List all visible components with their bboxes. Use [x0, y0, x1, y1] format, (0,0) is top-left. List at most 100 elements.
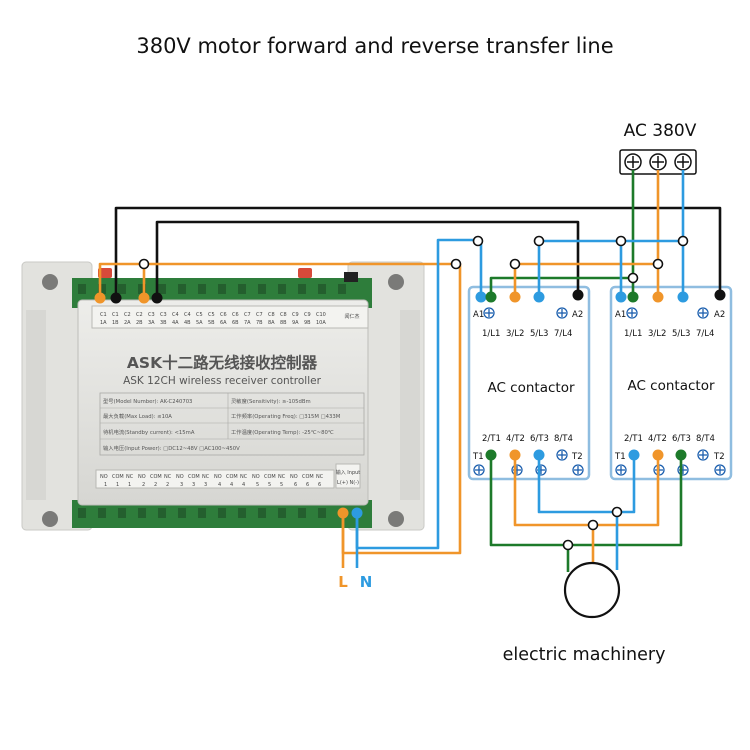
contactor-1-bottom-4: 8/T4: [554, 434, 573, 444]
svg-text:4: 4: [230, 482, 233, 488]
contactor-2-top-4: 7/L4: [696, 329, 714, 339]
contactor-1-a2: A2: [572, 310, 583, 320]
svg-text:3A: 3A: [148, 320, 155, 326]
svg-text:NC: NC: [202, 474, 210, 480]
svg-text:C5: C5: [208, 312, 215, 318]
wire-supply-orange: [513, 170, 660, 297]
svg-text:3B: 3B: [160, 320, 167, 326]
contactor-2-top-2: 3/L2: [648, 329, 666, 339]
svg-text:COM: COM: [302, 474, 314, 480]
svg-text:2A: 2A: [124, 320, 131, 326]
svg-text:C2: C2: [136, 312, 143, 318]
contactor-2-top-3: 5/L3: [672, 329, 690, 339]
svg-text:10A: 10A: [316, 320, 326, 326]
n-label: N: [360, 573, 373, 591]
contactor-2-bottom-1: 2/T1: [624, 434, 643, 444]
svg-text:9B: 9B: [304, 320, 311, 326]
supply-screw-1: [624, 153, 642, 171]
svg-text:9A: 9A: [292, 320, 299, 326]
motor-label: electric machinery: [503, 645, 666, 665]
svg-text:8A: 8A: [268, 320, 275, 326]
controller-title-en: ASK 12CH wireless receiver controller: [123, 375, 322, 387]
wire-black-a2-c1: [155, 220, 580, 298]
svg-text:NO: NO: [214, 474, 222, 480]
svg-text:5B: 5B: [208, 320, 215, 326]
spec-row-1-right: 灵敏度(Sensitivity): ≥-105dBm: [231, 397, 311, 405]
controller-title-cn: ASK十二路无线接收控制器: [127, 353, 318, 372]
contactor-2-screw-icon: [615, 307, 726, 476]
contactor-2-t1: T1: [614, 452, 626, 462]
svg-text:C5: C5: [196, 312, 203, 318]
wire-supply-green: [489, 170, 635, 297]
svg-text:NO: NO: [176, 474, 184, 480]
contactor-1-bottom-2: 4/T2: [506, 434, 525, 444]
wire-out-orange: [513, 455, 660, 527]
svg-text:4: 4: [242, 482, 245, 488]
contactor-2-top-1: 1/L1: [624, 329, 642, 339]
spec-row-2-left: 最大负载(Max Load): ≤10A: [103, 412, 172, 420]
svg-text:C8: C8: [280, 312, 287, 318]
svg-text:C7: C7: [244, 312, 251, 318]
wire-supply-blue: [537, 170, 685, 297]
svg-text:4: 4: [218, 482, 221, 488]
svg-text:2: 2: [142, 482, 145, 488]
motor-icon: [563, 561, 621, 619]
l-label: L: [338, 573, 348, 591]
controller-input-label: 输入 Input: [336, 469, 361, 476]
svg-text:6: 6: [306, 482, 309, 488]
svg-text:2: 2: [166, 482, 169, 488]
supply-screw-3: [674, 153, 692, 171]
contactor-1-top-4: 7/L4: [554, 329, 572, 339]
spec-row-4-left: 输入电压(Input Power): □DC12~48V □AC100~450V: [103, 444, 240, 452]
supply-terminal-block: [619, 149, 697, 175]
svg-text:8B: 8B: [280, 320, 287, 326]
svg-text:6: 6: [318, 482, 321, 488]
contactor-2: AC contactor A1 A2 T1 T2 1/L1 3/L2 5/L3 …: [609, 285, 733, 481]
contactor-1: AC contactor A1 A2 T1 T2 1/L1 3/L2 5/L3 …: [467, 285, 591, 481]
svg-text:C2: C2: [124, 312, 131, 318]
contactor-2-bottom-2: 4/T2: [648, 434, 667, 444]
wire-out-blue-c2: [617, 455, 636, 514]
svg-text:5: 5: [256, 482, 259, 488]
svg-text:COM: COM: [264, 474, 276, 480]
svg-text:C9: C9: [304, 312, 311, 318]
contactor-1-top-3: 5/L3: [530, 329, 548, 339]
svg-text:NO: NO: [290, 474, 298, 480]
contactor-2-bottom-3: 6/T3: [672, 434, 691, 444]
svg-text:C6: C6: [232, 312, 239, 318]
svg-text:NO: NO: [100, 474, 108, 480]
svg-text:L(+) N(-): L(+) N(-): [337, 480, 359, 486]
svg-text:1: 1: [128, 482, 131, 488]
wire-out-blue: [537, 455, 619, 570]
svg-text:NC: NC: [164, 474, 172, 480]
svg-text:C3: C3: [148, 312, 155, 318]
svg-text:6: 6: [294, 482, 297, 488]
svg-text:C9: C9: [292, 312, 299, 318]
contactor-1-top-1: 1/L1: [482, 329, 500, 339]
controller-brand: 闻仁杰: [344, 313, 359, 320]
contactor-1-screw-icon: [473, 307, 584, 476]
svg-text:1: 1: [104, 482, 107, 488]
svg-text:C7: C7: [256, 312, 263, 318]
svg-text:NO: NO: [138, 474, 146, 480]
svg-text:COM: COM: [188, 474, 200, 480]
svg-text:C8: C8: [268, 312, 275, 318]
svg-text:C6: C6: [220, 312, 227, 318]
svg-text:NC: NC: [240, 474, 248, 480]
svg-text:5: 5: [280, 482, 283, 488]
svg-text:7B: 7B: [256, 320, 263, 326]
svg-text:4A: 4A: [172, 320, 179, 326]
diagram-title: 380V motor forward and reverse transfer …: [136, 34, 613, 58]
svg-text:4B: 4B: [184, 320, 191, 326]
contactor-1-label: AC contactor: [487, 380, 574, 396]
svg-text:C3: C3: [160, 312, 167, 318]
svg-text:7A: 7A: [244, 320, 251, 326]
svg-text:5A: 5A: [196, 320, 203, 326]
contactor-1-bottom-3: 6/T3: [530, 434, 549, 444]
contactor-1-bottom-1: 2/T1: [482, 434, 501, 444]
wire-black-a2: [114, 206, 722, 298]
svg-text:C1: C1: [112, 312, 119, 318]
svg-text:NC: NC: [316, 474, 324, 480]
